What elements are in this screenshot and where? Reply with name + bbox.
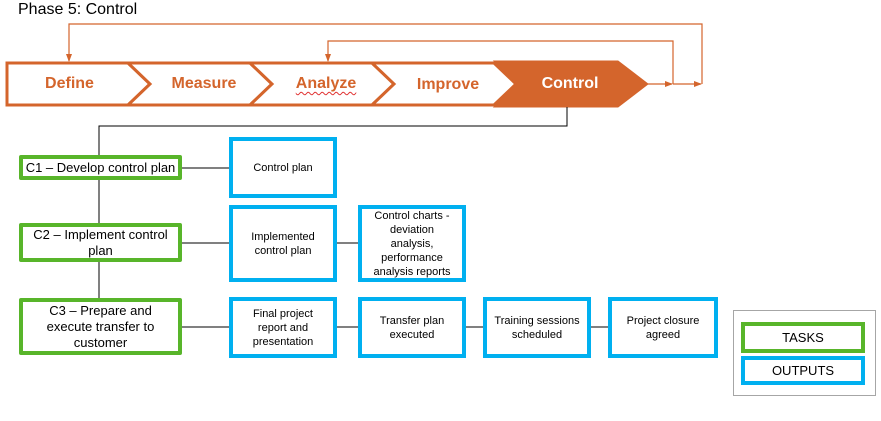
phase-label-measure: Measure: [171, 75, 237, 92]
output-box-control-charts[interactable]: Control charts - deviation analysis, per…: [358, 205, 466, 282]
task-box-c2[interactable]: C2 – Implement control plan: [19, 223, 182, 262]
legend-tasks: TASKS: [741, 322, 865, 353]
legend-outputs: OUTPUTS: [741, 356, 865, 385]
chevron-improve[interactable]: [368, 61, 519, 107]
legend-tasks-label: TASKS: [782, 330, 824, 345]
feedback-loop-to-analyze: [325, 40, 674, 84]
task-label: C3 – Prepare and execute transfer to cus…: [46, 302, 155, 350]
output-label: Training sessions scheduled: [494, 314, 580, 341]
output-label: Transfer plan executed: [379, 314, 445, 341]
phase-label-control: Control: [541, 75, 599, 92]
feedback-loop-to-define: [66, 23, 703, 84]
output-label: Project closure agreed: [626, 314, 700, 341]
chevron-control[interactable]: [492, 60, 649, 108]
output-box-final-project-report[interactable]: Final project report and presentation: [229, 297, 337, 358]
output-label: Final project report and presentation: [252, 307, 314, 348]
output-box-training-sessions[interactable]: Training sessions scheduled: [483, 297, 591, 358]
task-label: C2 – Implement control plan: [33, 226, 168, 258]
control-to-tasks-connector: [98, 107, 568, 299]
output-box-project-closure[interactable]: Project closure agreed: [608, 297, 718, 358]
task-label: C1 – Develop control plan: [25, 159, 176, 175]
phase-label-define: Define: [45, 75, 94, 92]
phase-label-improve: Improve: [416, 76, 480, 93]
legend: TASKS OUTPUTS: [733, 310, 876, 396]
task-box-c1[interactable]: C1 – Develop control plan: [19, 155, 182, 180]
output-label: Control charts - deviation analysis, per…: [373, 209, 451, 278]
page-title: Phase 5: Control: [18, 1, 138, 18]
phase-label-analyze: Analyze: [295, 75, 357, 92]
output-box-transfer-plan[interactable]: Transfer plan executed: [358, 297, 466, 358]
output-box-implemented-control-plan[interactable]: Implemented control plan: [229, 205, 337, 282]
output-label: Control plan: [253, 161, 313, 174]
legend-outputs-label: OUTPUTS: [771, 363, 835, 378]
output-box-control-plan[interactable]: Control plan: [229, 137, 337, 198]
task-box-c3[interactable]: C3 – Prepare and execute transfer to cus…: [19, 298, 182, 355]
output-label: Implemented control plan: [251, 230, 315, 257]
